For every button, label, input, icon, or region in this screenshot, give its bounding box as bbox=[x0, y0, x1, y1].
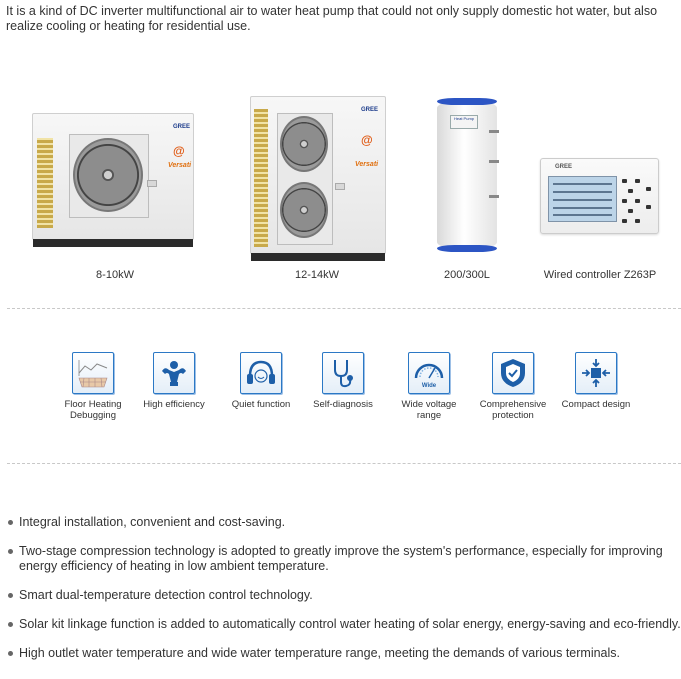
feature-label: Quiet function bbox=[231, 399, 291, 410]
gauge-icon: Wide bbox=[408, 352, 450, 394]
feature-label: High efficiency bbox=[143, 399, 205, 410]
product-label: 12-14kW bbox=[294, 269, 340, 281]
list-item: Two-stage compression technology is adop… bbox=[8, 544, 681, 574]
intro-text: It is a kind of DC inverter multifunctio… bbox=[6, 4, 658, 33]
floor-heating-icon bbox=[72, 352, 114, 394]
unit-badge-label: Versati bbox=[168, 162, 192, 169]
list-item: Solar kit linkage function is added to a… bbox=[8, 617, 681, 632]
divider bbox=[7, 463, 681, 464]
bullet-text: Integral installation, convenient and co… bbox=[19, 515, 286, 529]
list-item: Smart dual-temperature detection control… bbox=[8, 588, 681, 603]
feature-bullet-list: Integral installation, convenient and co… bbox=[8, 515, 681, 675]
shield-icon bbox=[492, 352, 534, 394]
unit-brand-label: GREE bbox=[173, 124, 191, 130]
headphones-icon bbox=[240, 352, 282, 394]
list-item: High outlet water temperature and wide w… bbox=[8, 646, 681, 661]
bullet-dot-icon bbox=[8, 549, 13, 554]
bullet-dot-icon bbox=[8, 520, 13, 525]
product-label: 8-10kW bbox=[96, 269, 134, 281]
bullet-text: Two-stage compression technology is adop… bbox=[19, 544, 663, 573]
feature-label: Floor Heating Debugging bbox=[64, 399, 122, 421]
outdoor-unit-large-image: GREE @ Versati bbox=[250, 96, 386, 261]
divider bbox=[7, 308, 681, 309]
strongman-icon bbox=[153, 352, 195, 394]
bullet-dot-icon bbox=[8, 622, 13, 627]
product-label: Wired controller Z263P bbox=[543, 269, 657, 281]
gauge-text: Wide bbox=[422, 383, 437, 389]
stethoscope-icon bbox=[322, 352, 364, 394]
feature-label: Comprehensive protection bbox=[479, 399, 547, 421]
feature-label: Self-diagnosis bbox=[313, 399, 373, 410]
outdoor-unit-small-image: GREE @ Versati bbox=[32, 113, 194, 247]
list-item: Integral installation, convenient and co… bbox=[8, 515, 681, 530]
compress-arrows-icon bbox=[575, 352, 617, 394]
water-tank-image: Heat Pump bbox=[437, 98, 499, 252]
bullet-text: Solar kit linkage function is added to a… bbox=[19, 617, 681, 631]
controller-screen bbox=[548, 176, 617, 222]
controller-brand-label: GREE bbox=[555, 164, 573, 170]
wired-controller-image: GREE bbox=[540, 158, 659, 234]
feature-label: Wide voltage range bbox=[401, 399, 457, 421]
product-label: 200/300L bbox=[444, 269, 490, 281]
feature-label: Compact design bbox=[561, 399, 631, 410]
bullet-dot-icon bbox=[8, 651, 13, 656]
bullet-text: High outlet water temperature and wide w… bbox=[19, 646, 621, 660]
bullet-dot-icon bbox=[8, 593, 13, 598]
bullet-text: Smart dual-temperature detection control… bbox=[19, 588, 313, 602]
